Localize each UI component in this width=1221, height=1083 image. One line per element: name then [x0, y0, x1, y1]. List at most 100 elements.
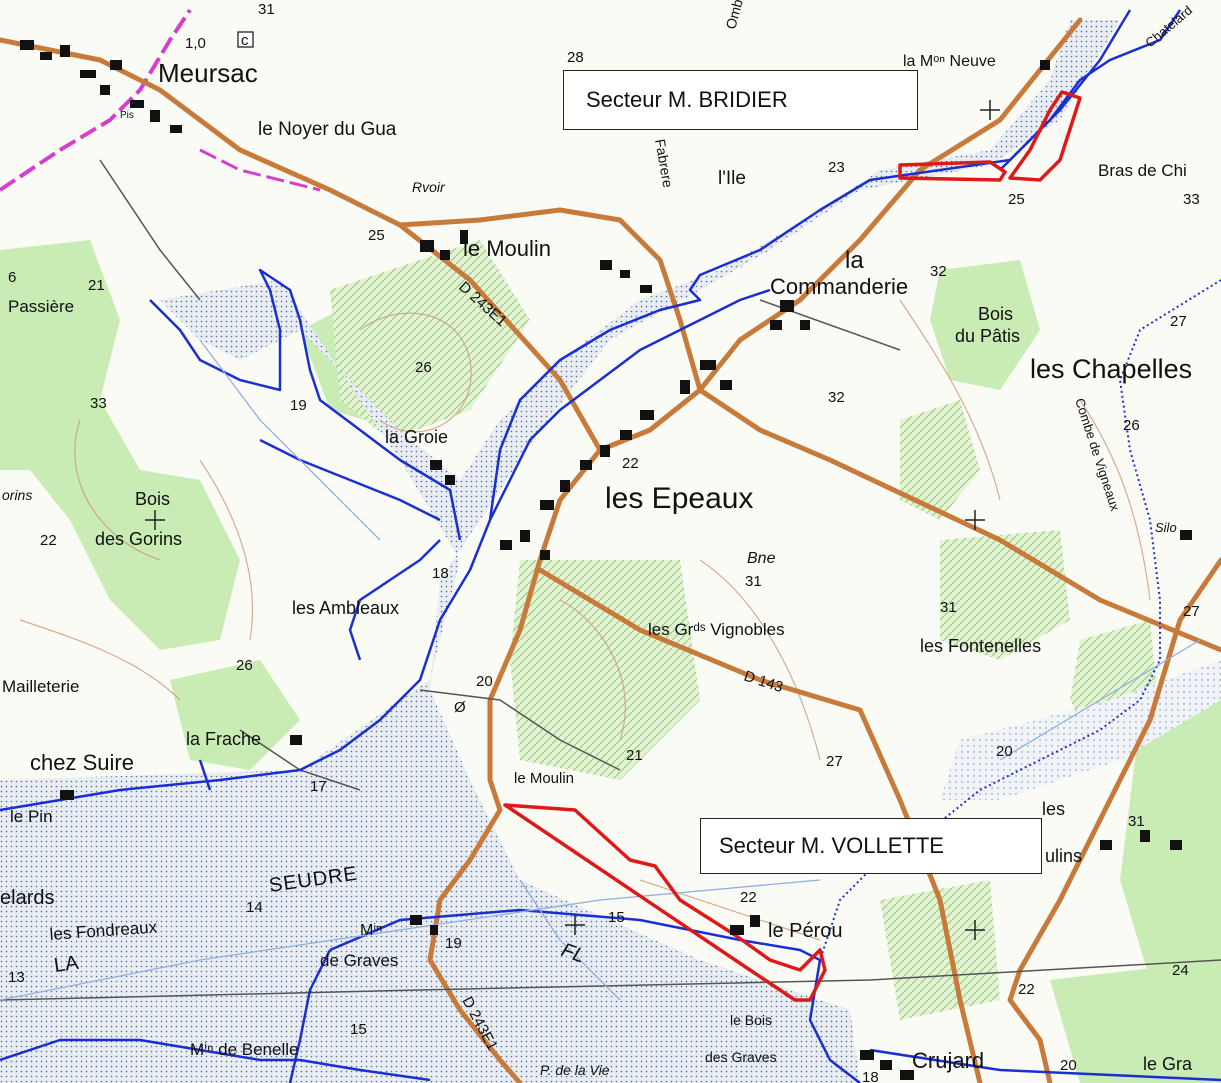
- label-fontenelles: les Fontenelles: [920, 636, 1041, 656]
- sector-label-vollette-text: Secteur M. VOLLETTE: [719, 833, 944, 858]
- height-22a: 22: [622, 455, 639, 472]
- label-meursac: Meursac: [158, 58, 258, 88]
- label-bois-gorins-a: Bois: [135, 489, 170, 509]
- label-mailleterie: Mailleterie: [2, 677, 79, 696]
- height-33a: 33: [1183, 191, 1200, 208]
- label-le-pin: le Pin: [10, 807, 53, 826]
- height-o: Ø: [454, 699, 466, 716]
- height-25b: 25: [1008, 191, 1025, 208]
- height-10: 1,0: [185, 35, 206, 52]
- label-bois-patis-b: du Pâtis: [955, 326, 1020, 346]
- height-19a: 19: [290, 397, 307, 414]
- label-chapelles: les Chapelles: [1030, 354, 1192, 384]
- label-perou: le Pérou: [768, 920, 843, 942]
- sector-label-bridier-text: Secteur M. BRIDIER: [586, 87, 788, 112]
- label-la-groie: la Groie: [385, 427, 448, 447]
- red-sector-vollette: [503, 803, 827, 1002]
- height-18: 18: [432, 565, 449, 582]
- height-21b: 21: [626, 747, 643, 764]
- label-moulins: ulins: [1045, 846, 1082, 866]
- height-22c: 22: [740, 889, 757, 906]
- rivers-layer: [0, 9, 1221, 1083]
- roads-layer: [0, 17, 1221, 1083]
- label-moulin-south: le Moulin: [514, 770, 574, 787]
- label-bne: Bne: [747, 550, 776, 567]
- label-commanderie-b: Commanderie: [770, 274, 908, 299]
- label-p-de-la-vie: P. de la Vie: [540, 1062, 610, 1078]
- commune-boundary-2: [199, 148, 321, 192]
- label-la-frache: la Frache: [186, 729, 261, 749]
- height-22b: 22: [40, 532, 57, 549]
- height-31c: 31: [940, 599, 957, 616]
- height-27a: 27: [1170, 313, 1187, 330]
- label-le-gra: le Gra: [1143, 1054, 1193, 1074]
- marsh-light-layer: [940, 660, 1221, 800]
- height-23: 23: [828, 159, 845, 176]
- elevation-labels: 31 1,0 c 28 23 25 25 33 21 6 32 26 27 33…: [8, 1, 1200, 1083]
- label-m-benelle: Mⁱⁿ de Benelle: [190, 1040, 298, 1059]
- height-18b: 18: [862, 1069, 879, 1083]
- commune-boundary: [0, 8, 192, 192]
- height-c: c: [241, 32, 249, 49]
- label-moulin-north: le Moulin: [463, 236, 551, 261]
- height-19b: 19: [445, 935, 462, 952]
- height-26c: 26: [236, 657, 253, 674]
- place-labels: Meursac le Noyer du Gua Rvoir le Moulin …: [0, 0, 1195, 1078]
- sector-label-bridier: Secteur M. BRIDIER: [563, 70, 918, 130]
- label-bois-graves-a: le Bois: [730, 1012, 772, 1028]
- marsh-layer: [0, 20, 1120, 1083]
- height-13: 13: [8, 969, 25, 986]
- height-22d: 22: [1018, 981, 1035, 998]
- label-bois-graves-b: des Graves: [705, 1049, 777, 1065]
- label-epeaux: les Epeaux: [605, 482, 753, 515]
- label-m-neuve: la Mᵒⁿ Neuve: [903, 53, 996, 70]
- height-20b: 20: [996, 743, 1013, 760]
- label-commanderie-a: la: [845, 247, 864, 274]
- height-17: 17: [310, 778, 327, 795]
- label-grands-vignobles: les Grᵈˢ Vignobles: [648, 620, 785, 639]
- height-32a: 32: [930, 263, 947, 280]
- height-31b: 31: [745, 573, 762, 590]
- label-chez-suire: chez Suire: [30, 750, 134, 775]
- height-26b: 26: [1123, 417, 1140, 434]
- height-6: 6: [8, 269, 16, 286]
- height-25a: 25: [368, 227, 385, 244]
- label-crujard: Crujard: [912, 1048, 984, 1073]
- height-33b: 33: [90, 395, 107, 412]
- height-26a: 26: [415, 359, 432, 376]
- label-bois-gorins-b: des Gorins: [95, 529, 182, 549]
- label-ile: l'Ile: [718, 168, 746, 189]
- label-elards: elards: [0, 887, 54, 909]
- label-m-graves-a: Mⁱⁿ: [360, 922, 382, 939]
- label-bois-patis-a: Bois: [978, 304, 1013, 324]
- label-silo: Silo: [1155, 520, 1177, 535]
- height-31d: 31: [1128, 813, 1145, 830]
- cross-markers: [145, 100, 1000, 940]
- label-rvoir: Rvoir: [412, 179, 446, 195]
- height-31: 31: [258, 1, 275, 18]
- height-32b: 32: [828, 389, 845, 406]
- label-ambleaux: les Ambleaux: [292, 598, 399, 618]
- contour-lines: [19, 299, 1151, 941]
- height-27c: 27: [826, 753, 843, 770]
- label-les-moulins: les: [1042, 799, 1065, 819]
- label-pis: Pis: [120, 110, 134, 121]
- height-15b: 15: [350, 1021, 367, 1038]
- sector-label-vollette: Secteur M. VOLLETTE: [700, 818, 1042, 874]
- height-27b: 27: [1183, 603, 1200, 620]
- red-sector-bridier: [898, 90, 1082, 182]
- height-20a: 20: [476, 673, 493, 690]
- buildings-layer: [20, 40, 1192, 1080]
- label-m-graves-b: de Graves: [320, 951, 398, 970]
- label-passiere: Passière: [8, 297, 74, 316]
- height-14: 14: [246, 899, 263, 916]
- label-gorins: orins: [2, 487, 32, 503]
- height-21a: 21: [88, 277, 105, 294]
- label-noyer: le Noyer du Gua: [258, 119, 397, 140]
- height-24: 24: [1172, 962, 1189, 979]
- height-28: 28: [567, 49, 584, 66]
- height-20c: 20: [1060, 1057, 1077, 1074]
- height-15a: 15: [608, 909, 625, 926]
- label-la-river: LA: [53, 952, 81, 977]
